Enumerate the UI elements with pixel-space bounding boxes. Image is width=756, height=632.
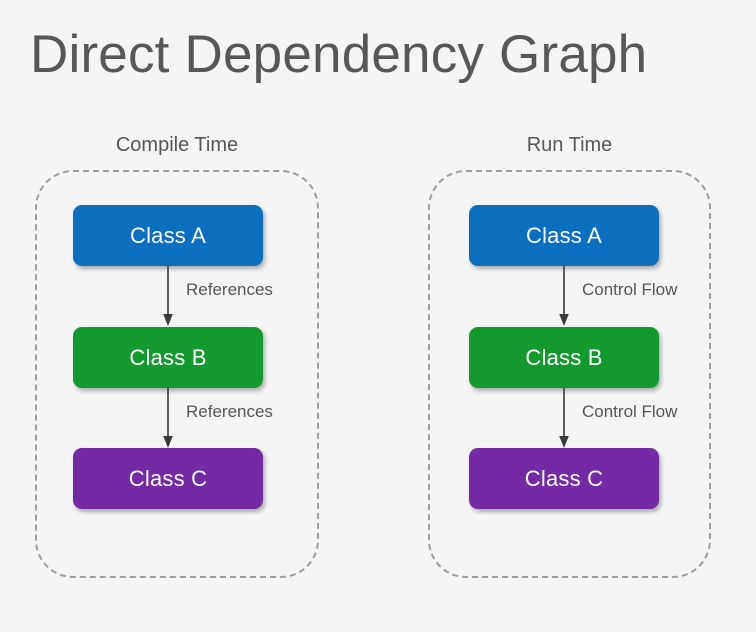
node-label: Class A (130, 222, 206, 248)
node-label: Class B (129, 344, 207, 370)
node-class-b[interactable]: Class B (73, 327, 263, 388)
group-label-compile-time: Compile Time (115, 134, 239, 156)
node-label: Class B (525, 344, 603, 370)
group-label-run-time: Run Time (526, 134, 613, 156)
node-class-b[interactable]: Class B (469, 327, 659, 388)
arrow-icon (559, 388, 569, 448)
node-label: Class C (128, 465, 208, 491)
edge-label: References (186, 402, 273, 421)
edge-references-b-c: References (158, 388, 273, 450)
edge-control-flow-a-b: Control Flow (554, 266, 677, 328)
edge-label: Control Flow (582, 280, 678, 299)
edge-label: Control Flow (582, 402, 678, 421)
edge-control-flow-b-c: Control Flow (554, 388, 677, 450)
node-class-c[interactable]: Class C (73, 448, 263, 509)
group-run-time: Run Time Class A Control Flow Class B Co… (428, 134, 711, 578)
group-compile-time: Compile Time Class A References Class B … (35, 134, 319, 578)
node-label: Class C (524, 465, 604, 491)
page-title: Direct Dependency Graph (30, 25, 648, 84)
group-frame-compile-time (35, 170, 319, 578)
node-class-a[interactable]: Class A (73, 205, 263, 266)
node-class-a[interactable]: Class A (469, 205, 659, 266)
arrow-icon (163, 388, 173, 448)
node-label: Class A (526, 222, 602, 248)
edge-references-a-b: References (158, 266, 273, 328)
arrow-icon (163, 266, 173, 326)
group-frame-run-time (428, 170, 711, 578)
edge-label: References (186, 280, 273, 299)
arrow-icon (559, 266, 569, 326)
node-class-c[interactable]: Class C (469, 448, 659, 509)
